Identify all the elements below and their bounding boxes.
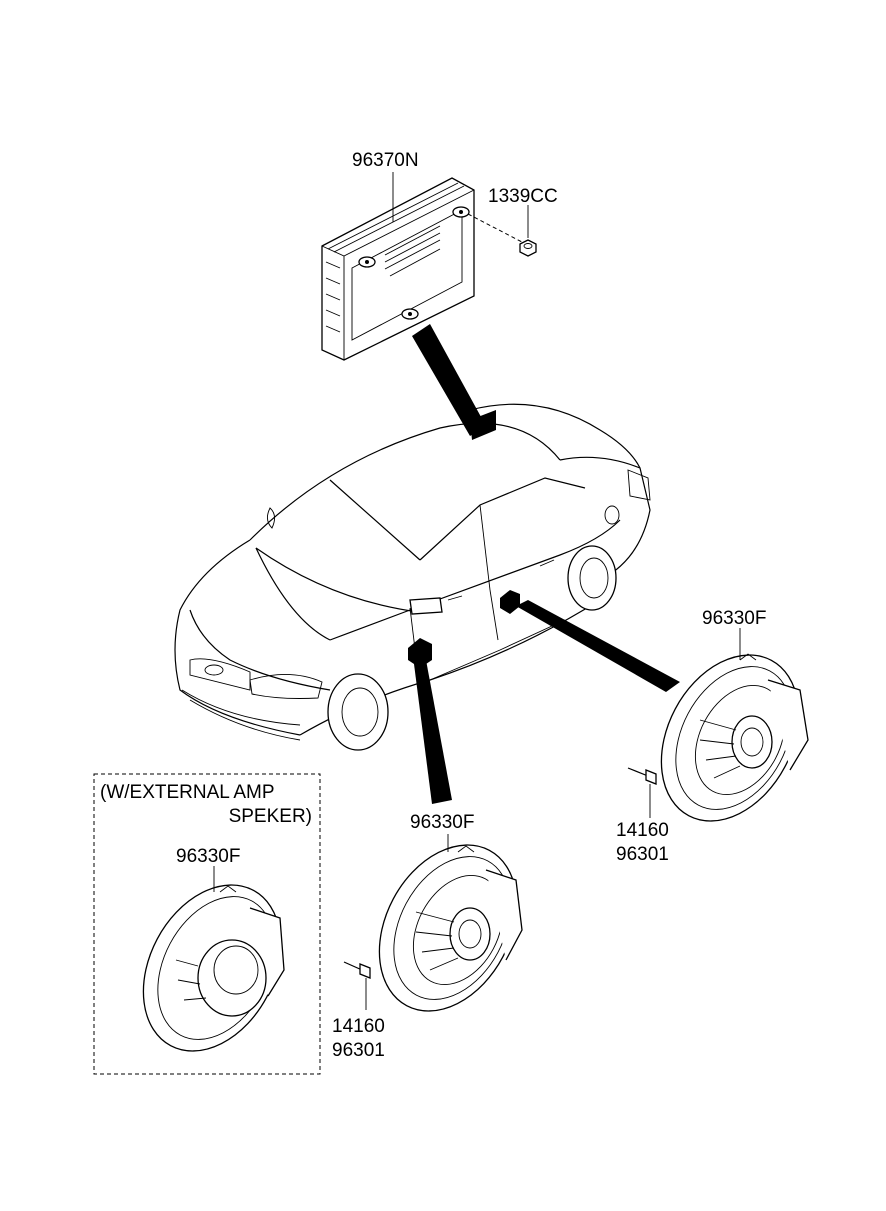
amp-location-marker (470, 410, 496, 440)
pointer-rear-speaker (516, 600, 680, 692)
nut-1339cc[interactable] (519, 239, 537, 257)
car-body (174, 403, 651, 751)
inset-title-line2: SPEKER) (229, 806, 312, 827)
label-rear-speaker: 96330F (702, 608, 766, 629)
inset-title-line1: (W/EXTERNAL AMP (100, 782, 275, 803)
pointer-amp (412, 324, 486, 436)
label-rear-screw-a: 14160 (616, 820, 669, 841)
amplifier-unit[interactable] (321, 177, 475, 361)
inset-box (93, 773, 321, 1075)
inset-speaker[interactable] (116, 861, 308, 1075)
leader-nut-dash (467, 213, 523, 243)
label-inset-speaker: 96330F (176, 846, 240, 867)
front-speaker-screw[interactable] (343, 961, 371, 979)
label-amp: 96370N (352, 150, 419, 171)
rear-door-speaker[interactable] (634, 631, 826, 845)
rear-door-speaker-marker (500, 590, 520, 614)
label-front-speaker: 96330F (410, 812, 474, 833)
pointer-front-speaker (414, 660, 452, 804)
label-amp-nut: 1339CC (488, 186, 558, 207)
rear-speaker-screw[interactable] (627, 767, 657, 785)
label-rear-screw-b: 96301 (616, 844, 669, 865)
front-door-speaker[interactable] (352, 821, 544, 1035)
label-front-screw-b: 96301 (332, 1040, 385, 1061)
label-front-screw-a: 14160 (332, 1016, 385, 1037)
